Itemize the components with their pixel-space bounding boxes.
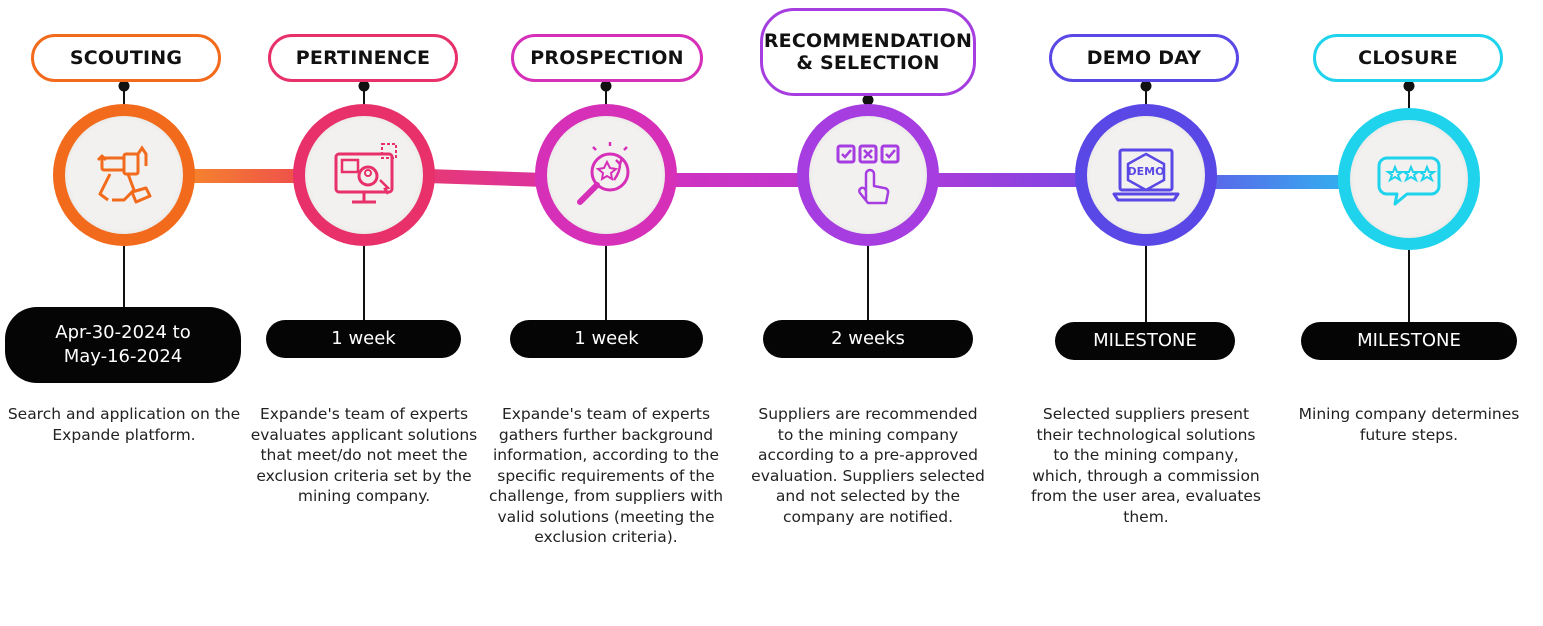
stage-ring-pertinence: [293, 104, 435, 246]
stage-description-pertinence: Expande's team of experts evaluates appl…: [250, 405, 478, 505]
stage-ring-scouting: [53, 104, 195, 246]
stage-ring-inner: [1350, 120, 1468, 238]
binoculars-icon: [88, 140, 160, 210]
stage-title-text: DEMO DAY: [1086, 47, 1202, 69]
stage-description-closure: Mining company determines future steps.: [1298, 405, 1520, 444]
stage-description-scouting: Search and application on the Expande pl…: [7, 405, 241, 444]
stage-ring-demo-day: DEMO: [1075, 104, 1217, 246]
stage-ring-inner: [809, 116, 927, 234]
magnifier-star-icon: [570, 140, 642, 210]
stage-description-recommendation: Suppliers are recommended to the mining …: [751, 405, 985, 526]
stage-title-prospection: PROSPECTION: [511, 34, 703, 82]
duration-badge-prospection: 1 week: [510, 320, 703, 358]
stage-ring-inner: [305, 116, 423, 234]
chat-stars-icon: [1373, 144, 1445, 214]
stage-ring-inner: DEMO: [1087, 116, 1205, 234]
stage-description-demo-day: Selected suppliers present their technol…: [1030, 405, 1262, 526]
stage-title-demo-day: DEMO DAY: [1049, 34, 1239, 82]
stage-ring-prospection: [535, 104, 677, 246]
stage-ring-inner: [547, 116, 665, 234]
stage-title-scouting: SCOUTING: [31, 34, 221, 82]
stage-title-recommendation: RECOMMENDATION & SELECTION: [760, 8, 976, 96]
duration-badge-recommendation: 2 weeks: [763, 320, 973, 358]
stage-title-text: RECOMMENDATION & SELECTION: [763, 30, 973, 74]
duration-badge-closure: MILESTONE: [1301, 322, 1517, 360]
duration-badge-scouting: Apr-30-2024 to May-16-2024: [5, 307, 241, 383]
svg-text:DEMO: DEMO: [1128, 165, 1165, 178]
laptop-demo-icon: DEMO: [1110, 140, 1182, 210]
stage-title-pertinence: PERTINENCE: [268, 34, 458, 82]
stage-title-text: CLOSURE: [1358, 47, 1458, 69]
stage-description-prospection: Expande's team of experts gathers furthe…: [488, 405, 724, 546]
stage-title-closure: CLOSURE: [1313, 34, 1503, 82]
stage-ring-recommendation: [797, 104, 939, 246]
duration-badge-demo-day: MILESTONE: [1055, 322, 1235, 360]
duration-badge-pertinence: 1 week: [266, 320, 461, 358]
stage-ring-closure: [1338, 108, 1480, 250]
checkbox-select-icon: [832, 140, 904, 210]
stage-title-text: PROSPECTION: [530, 47, 684, 69]
stage-title-text: PERTINENCE: [295, 47, 431, 69]
stage-ring-inner: [65, 116, 183, 234]
monitor-profile-icon: [328, 140, 400, 210]
stage-title-text: SCOUTING: [69, 47, 183, 69]
